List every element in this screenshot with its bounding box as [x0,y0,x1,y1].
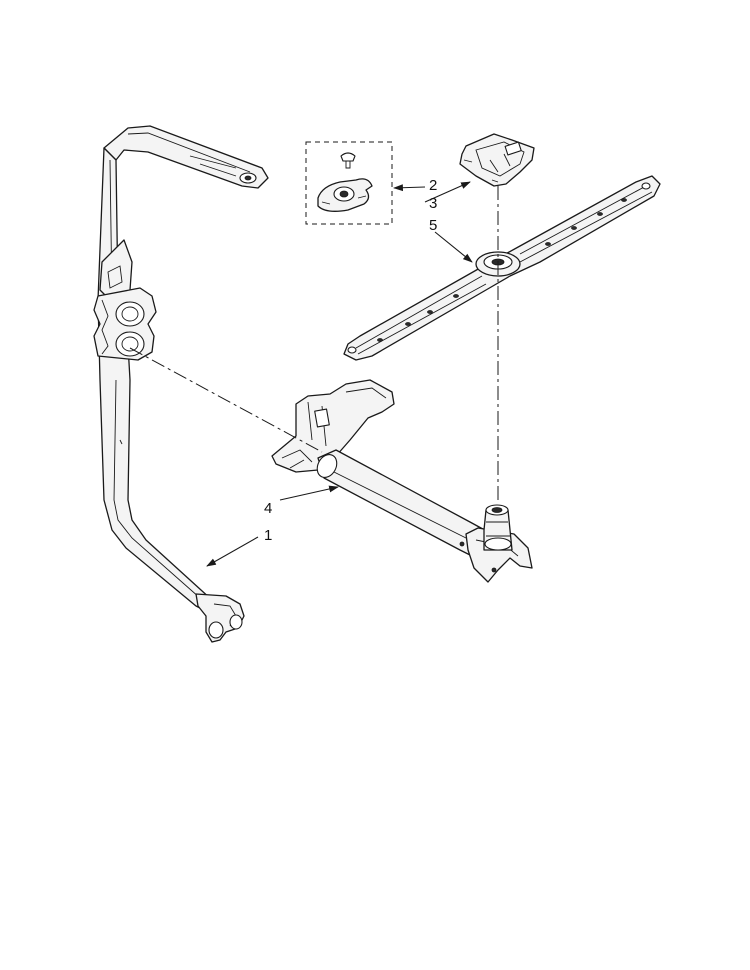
assembly-line-tube-to-manifold [129,347,323,453]
kit-grouping-box [305,141,393,225]
spray-arm-part-5 [343,175,661,361]
leader-arrow-4 [279,485,339,501]
callout-5: 5 [429,217,437,234]
retainer-bracket-part-3 [459,133,535,187]
screw-part-2a [340,152,356,169]
callout-1: 1 [264,527,272,544]
leader-arrow-3 [424,181,471,203]
callout-3: 3 [429,195,437,212]
callout-4: 4 [264,500,272,517]
callout-2: 2 [429,177,437,194]
leader-arrow-1 [206,536,259,567]
manifold-part-4 [271,379,533,583]
leader-arrow-2 [393,184,426,192]
supply-tube-part-1 [93,125,269,643]
leader-arrow-5 [434,231,473,263]
bearing-part-2b [317,178,373,212]
